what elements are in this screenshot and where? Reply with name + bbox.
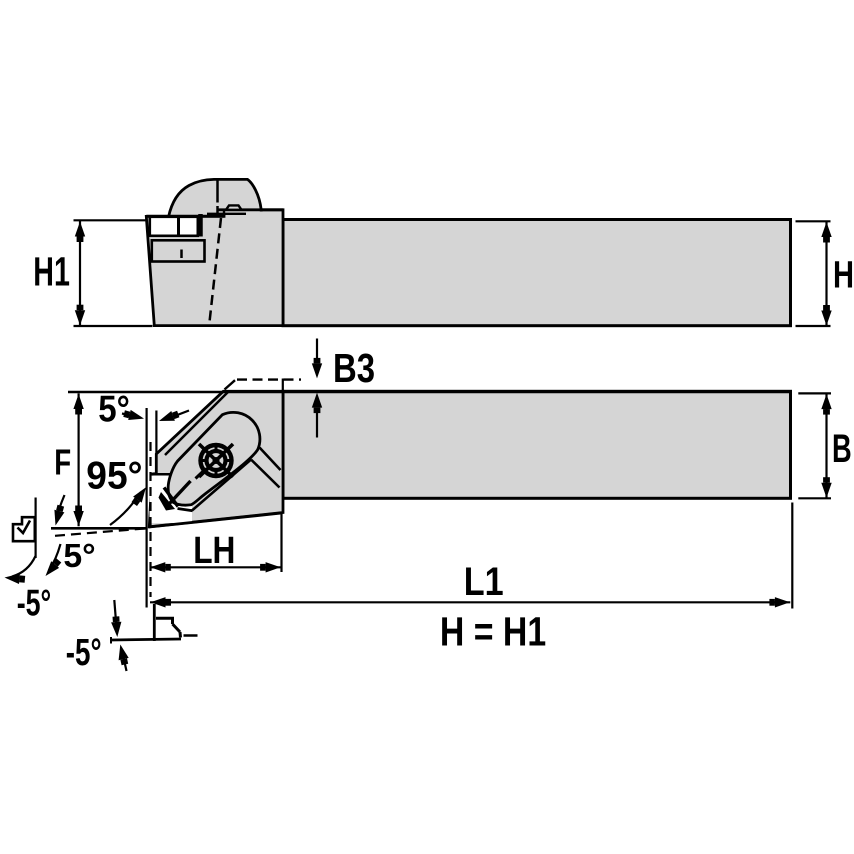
svg-text:B3: B3	[333, 345, 375, 391]
svg-text:H1: H1	[33, 249, 70, 295]
svg-text:H: H	[833, 255, 854, 297]
svg-text:-5°: -5°	[17, 583, 52, 624]
svg-text:5°: 5°	[98, 389, 130, 430]
svg-text:F: F	[54, 442, 71, 483]
svg-text:L1: L1	[464, 560, 504, 604]
svg-text:95°: 95°	[86, 455, 142, 498]
svg-text:LH: LH	[193, 530, 235, 572]
svg-text:B: B	[832, 427, 852, 471]
svg-text:5°: 5°	[63, 537, 95, 574]
svg-text:H = H1: H = H1	[440, 609, 546, 655]
svg-text:-5°: -5°	[66, 632, 102, 674]
